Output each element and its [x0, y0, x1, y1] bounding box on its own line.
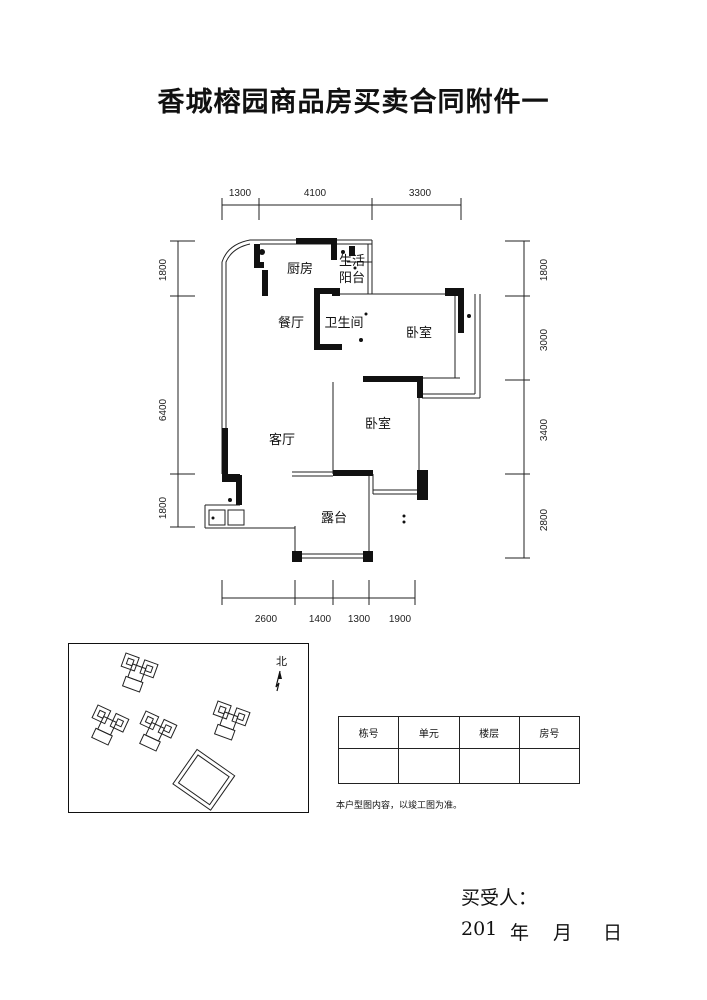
buyer-label: 买受人： [461, 887, 538, 909]
table-header-unit: 单元 [398, 716, 460, 749]
date-day-char: 日 [603, 922, 623, 944]
dim-right-1: 1800 [539, 258, 550, 281]
dim-bottom-4: 1900 [389, 614, 412, 625]
dim-right-4: 2800 [539, 508, 550, 531]
room-living: 客厅 [269, 432, 295, 448]
dim-bottom-3: 1300 [348, 614, 371, 625]
table-header-floor: 楼层 [458, 716, 520, 749]
dim-left-3: 1800 [158, 496, 169, 519]
north-arrow-icon [275, 670, 282, 692]
dim-left-2: 6400 [158, 398, 169, 421]
site-plan: 北 [68, 643, 309, 813]
building-block-5 [172, 748, 236, 811]
dim-top-1: 1300 [229, 188, 252, 199]
room-utility-balcony-line1: 生活 [339, 254, 365, 269]
table-header-room: 房号 [518, 716, 581, 749]
table-cell-unit[interactable] [398, 748, 460, 784]
building-block-2 [91, 704, 130, 746]
dim-top-3: 3300 [409, 188, 432, 199]
unit-info-table: 栋号 单元 楼层 房号 [337, 716, 581, 784]
building-block-4 [212, 700, 251, 741]
room-kitchen: 厨房 [287, 261, 313, 277]
room-terrace: 露台 [321, 511, 347, 526]
dim-right-2: 3000 [539, 328, 550, 351]
dim-right-3: 3400 [539, 418, 550, 441]
date-month-char: 月 [553, 922, 573, 944]
site-plan-buildings: 北 [91, 652, 287, 811]
dim-bottom-1: 2600 [255, 614, 278, 625]
table-cell-floor[interactable] [458, 748, 520, 784]
dim-top-2: 4100 [304, 188, 327, 199]
building-block-3 [139, 710, 178, 752]
north-label: 北 [276, 655, 287, 668]
fixtures [211, 246, 471, 524]
disclaimer-note: 本户型图内容，以竣工图为准。 [336, 801, 463, 811]
date-year-char: 年 [510, 922, 530, 944]
dim-left-1: 1800 [158, 258, 169, 281]
dim-bottom-2: 1400 [309, 614, 332, 625]
building-block-1 [120, 652, 159, 693]
wall-structure [222, 238, 464, 562]
room-utility-balcony-line2: 阳台 [339, 271, 365, 286]
table-cell-room[interactable] [518, 748, 581, 784]
room-dining: 餐厅 [278, 315, 304, 331]
table-cell-building[interactable] [337, 748, 400, 784]
room-bathroom: 卫生间 [324, 316, 363, 331]
date-year: 201 [461, 918, 498, 940]
page-title: 香城榕园商品房买卖合同附件一 [157, 87, 550, 118]
room-bedroom-1: 卧室 [406, 325, 432, 341]
table-header-building: 栋号 [337, 716, 400, 749]
room-bedroom-2: 卧室 [365, 416, 391, 432]
